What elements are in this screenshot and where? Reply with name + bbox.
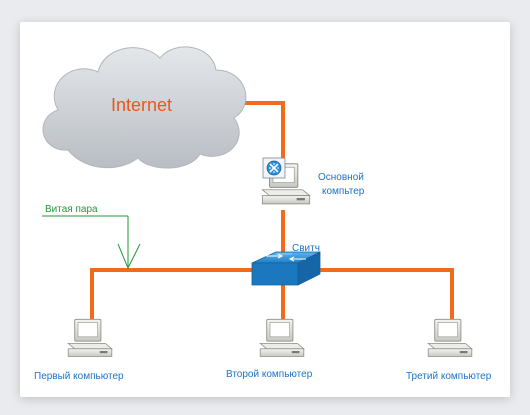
switch-label: Свитч (292, 243, 320, 254)
main-computer (261, 157, 311, 205)
computer-third (427, 318, 473, 358)
cable-internet-to-main (232, 101, 285, 178)
internet-cloud: Internet (42, 46, 247, 169)
computer-second (259, 318, 305, 358)
second-computer-icon (259, 318, 305, 358)
computer-second-label: Второй компьютер (226, 369, 313, 380)
twisted-pair-label: Витая пара (45, 204, 98, 215)
twisted-pair-annotation: Витая пара (42, 204, 141, 270)
third-computer-icon (427, 318, 473, 358)
router-icon (262, 157, 286, 179)
computer-third-label: Третий компьютер (406, 371, 492, 382)
internet-label: Internet (111, 95, 172, 115)
computer-first-label: Первый компьютер (34, 371, 124, 382)
first-computer-icon (67, 318, 113, 358)
main-computer-label-line2: компьтер (322, 186, 365, 197)
switch-device (251, 251, 321, 286)
computer-first (67, 318, 113, 358)
main-computer-label-line1: Основной (318, 172, 364, 183)
